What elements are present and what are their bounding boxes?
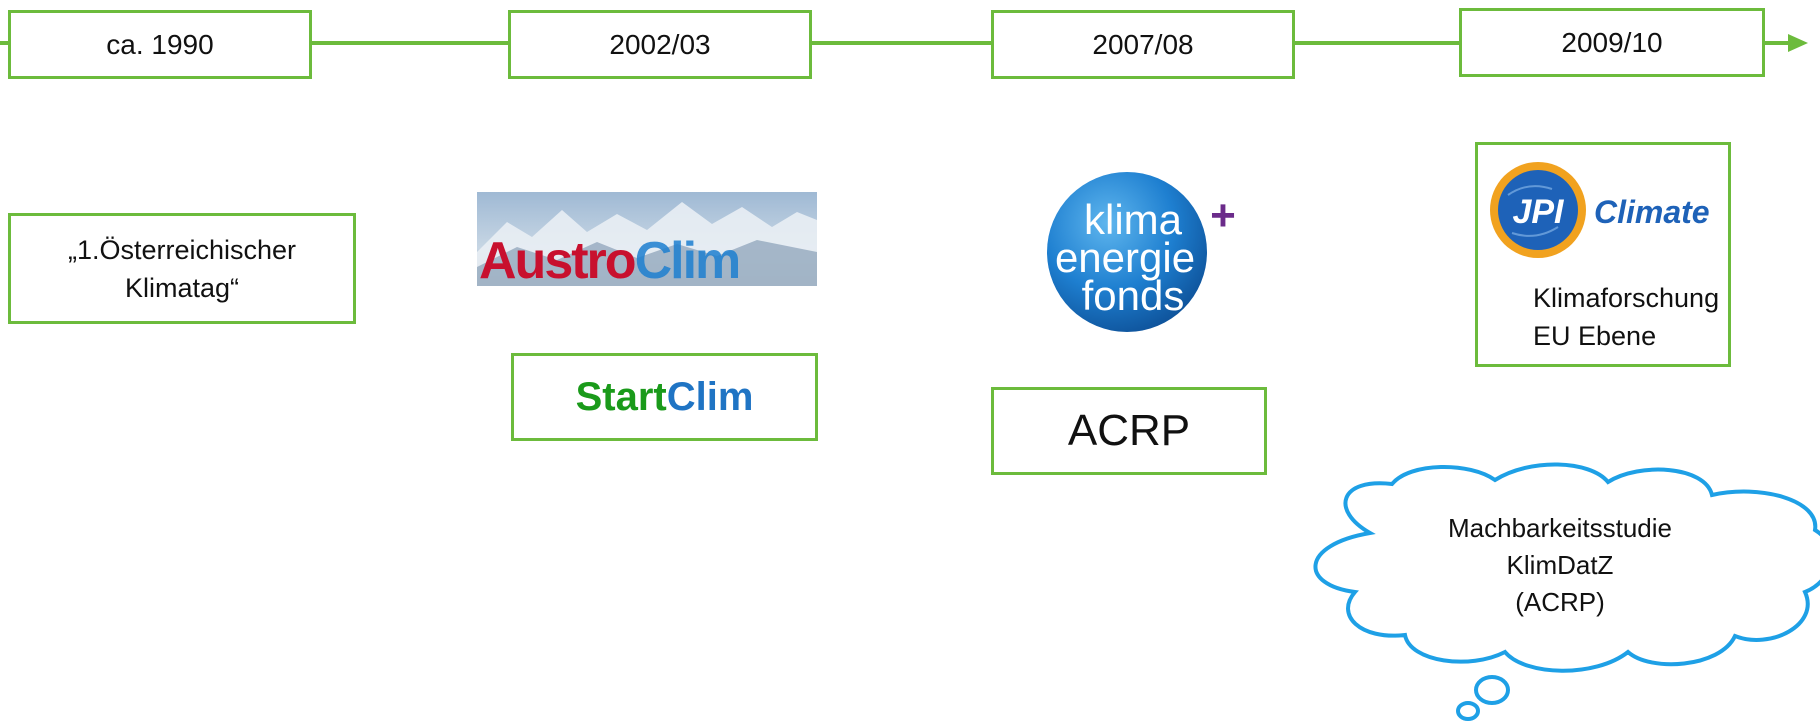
startclim-part2: Clim <box>666 374 754 419</box>
jpi-word: Climate <box>1594 194 1710 230</box>
year-box-1990: ca. 1990 <box>8 10 312 79</box>
jpi-climate-logo: JPI Climate <box>1490 162 1710 258</box>
klimafonds-plus: + <box>1210 191 1236 240</box>
startclim-box: StartClim <box>511 353 818 441</box>
austroclim-logo: AustroClim <box>477 192 817 286</box>
jpi-box: JPI Climate Klimaforschung EU Ebene <box>1475 142 1731 367</box>
cloud-line1: Machbarkeitsstudie <box>1448 513 1672 543</box>
startclim-part1: Start <box>575 374 667 419</box>
year-label: 2007/08 <box>1092 28 1194 60</box>
jpi-badge: JPI <box>1512 193 1565 231</box>
acrp-box: ACRP <box>991 387 1267 475</box>
klimatag-box: „1.Österreichischer Klimatag“ <box>8 213 356 324</box>
cloud-line3: (ACRP) <box>1515 587 1605 617</box>
klimafonds-line1: klima <box>1084 196 1183 243</box>
year-label: 2009/10 <box>1561 26 1663 58</box>
klimatag-line1: „1.Österreichischer <box>67 234 297 265</box>
klimatag-line2: Klimatag“ <box>124 272 240 303</box>
jpi-line2: EU Ebene <box>1533 321 1657 351</box>
austroclim-part2: Clim <box>635 232 740 286</box>
thought-cloud <box>1313 462 1820 721</box>
cloud-bubble-large <box>1474 675 1510 705</box>
cloud-bubble-small <box>1456 701 1480 721</box>
year-label: ca. 1990 <box>106 28 214 60</box>
klimafonds-line2: energie <box>1055 234 1195 281</box>
cloud-shape <box>1313 462 1820 673</box>
year-label: 2002/03 <box>609 28 711 60</box>
klimafonds-line3: fonds <box>1082 272 1185 319</box>
austroclim-part1: Austro <box>479 232 635 286</box>
timeline-arrowhead <box>1788 34 1808 52</box>
year-box-2007: 2007/08 <box>991 10 1295 79</box>
svg-text:AustroClim: AustroClim <box>479 232 739 286</box>
jpi-line1: Klimaforschung <box>1533 283 1720 313</box>
year-box-2002: 2002/03 <box>508 10 812 79</box>
year-box-2009: 2009/10 <box>1459 8 1765 77</box>
cloud-text: Machbarkeitsstudie KlimDatZ (ACRP) <box>1380 510 1740 621</box>
cloud-line2: KlimDatZ <box>1506 550 1614 580</box>
klimafonds-logo: klima energie fonds + <box>1047 172 1236 332</box>
acrp-label: ACRP <box>1067 406 1191 455</box>
